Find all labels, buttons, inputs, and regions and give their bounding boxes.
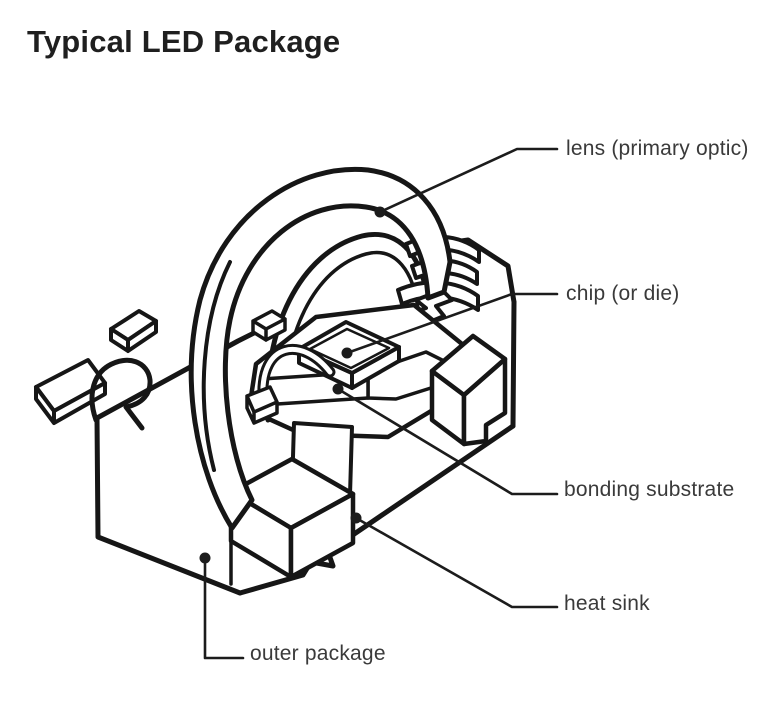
label-outer-package: outer package: [250, 642, 386, 665]
leader-dot-outer: [199, 552, 211, 564]
leader-line-substrate: [336, 387, 559, 496]
label-lens: lens (primary optic): [566, 137, 749, 160]
top-tab: [109, 309, 158, 353]
leader-lines: [203, 147, 559, 660]
leader-dot-substrate: [332, 383, 344, 395]
leader-dot-chip: [341, 347, 353, 359]
mounting-hook: [89, 357, 153, 431]
body-bottom-left-edge: [94, 415, 243, 596]
label-bonding-substrate: bonding substrate: [564, 478, 735, 501]
slab-right-face: [288, 491, 356, 580]
bond-wire: [245, 309, 336, 425]
leader-dot-lens: [374, 206, 386, 218]
leader-dot-heatsink: [350, 512, 362, 524]
leader-line-outer: [203, 556, 245, 660]
left-lead-tab: [34, 357, 153, 431]
leader-line-heatsink: [354, 516, 559, 609]
heat-sink-slab: [228, 421, 356, 580]
bond-pad-post: [245, 385, 279, 425]
top-tab-sides: [109, 319, 158, 353]
leader-line-lens: [378, 147, 559, 214]
rim-post: [251, 309, 287, 342]
bond-wire-core: [260, 347, 333, 401]
label-chip: chip (or die): [566, 282, 680, 305]
lens-band: [188, 166, 453, 531]
leader-dots: [199, 206, 386, 564]
right-step-block: [429, 333, 508, 447]
step-block-top-face: [429, 333, 508, 398]
page-title: Typical LED Package: [27, 24, 341, 59]
leader-line-chip: [345, 292, 559, 355]
lens-primary-optic: [188, 166, 453, 531]
chip-top-bevel: [308, 327, 391, 370]
body-right-edge: [510, 299, 517, 429]
lead-tab-sides: [34, 381, 107, 425]
lens-band-inner-line: [201, 260, 232, 472]
label-heat-sink: heat sink: [564, 592, 650, 615]
